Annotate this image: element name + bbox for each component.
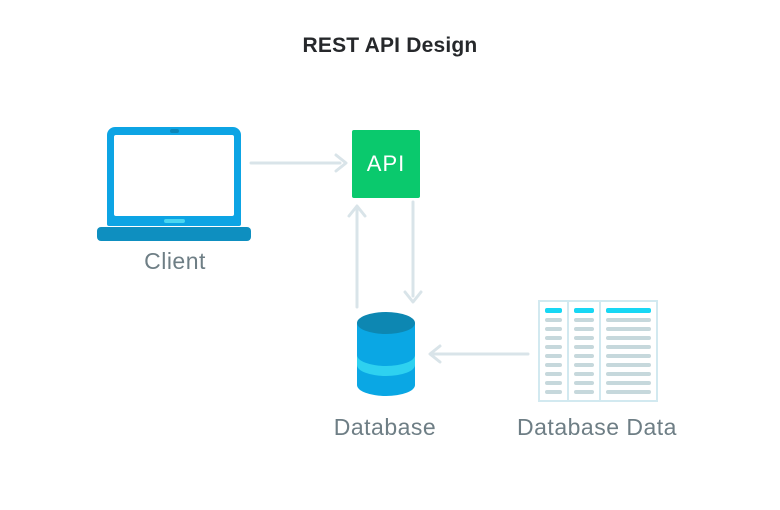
table-row-bar [545,372,562,376]
table-column [599,302,656,400]
table-row-bar [574,363,594,367]
table-column [540,302,567,400]
laptop-notch [164,219,185,223]
database-band [357,355,415,376]
client-label: Client [144,248,206,274]
table-row-bar [606,345,651,349]
table-row-bar [574,318,594,322]
table-row-bar [606,390,651,394]
table-header-bar [606,308,651,313]
table-row-bar [574,327,594,331]
laptop-camera-dot [170,129,179,133]
table-row-bar [545,390,562,394]
table-row-bar [545,318,562,322]
table-row-bar [574,354,594,358]
table-row-bar [545,345,562,349]
database-body [357,323,415,396]
table-row-bar [574,372,594,376]
diagram-title: REST API Design [302,34,478,57]
table-row-bar [606,318,651,322]
arrow-api-to-database [403,200,423,304]
table-row-bar [606,336,651,340]
table-row-bar [606,327,651,331]
database-label: Database [333,414,437,440]
table-row-bar [606,372,651,376]
table-row-bar [545,381,562,385]
database-data-label: Database Data [517,414,677,440]
table-header-bar [574,308,594,313]
database-top [357,312,415,334]
api-node: API [352,130,420,198]
table-row-bar [545,327,562,331]
laptop-display [114,135,234,216]
client-laptop-icon [97,127,251,242]
table-header-bar [545,308,562,313]
table-row-bar [606,354,651,358]
data-table-icon [538,300,658,402]
table-row-bar [574,336,594,340]
table-column [567,302,599,400]
api-label: API [366,151,406,176]
arrow-data-to-database [428,344,530,364]
arrow-client-to-api [249,153,348,173]
arrow-database-to-api [347,204,367,309]
laptop-base [97,227,251,241]
table-row-bar [545,363,562,367]
table-row-bar [606,363,651,367]
table-row-bar [574,390,594,394]
table-row-bar [574,345,594,349]
laptop-screen [107,127,241,226]
table-row-bar [545,354,562,358]
database-cylinder-icon [357,312,415,396]
table-row-bar [574,381,594,385]
table-row-bar [606,381,651,385]
table-row-bar [545,336,562,340]
